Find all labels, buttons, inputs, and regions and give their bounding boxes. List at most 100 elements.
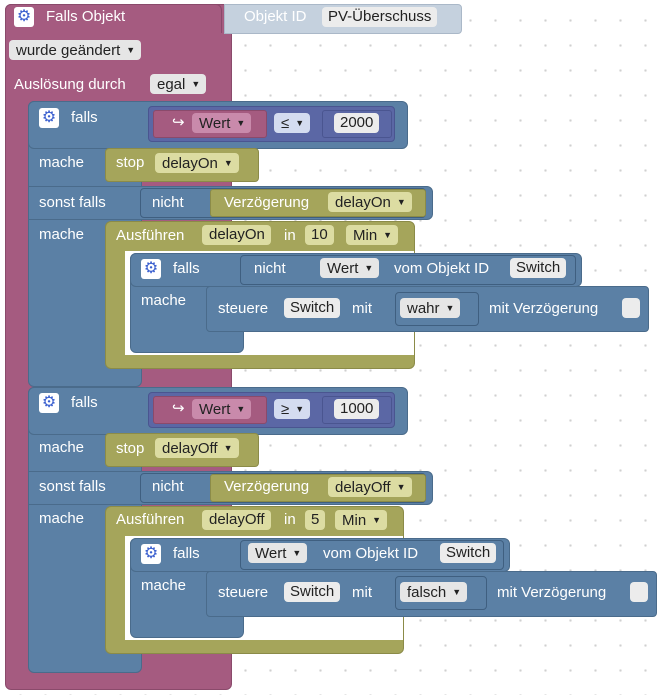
control-label: steuere bbox=[218, 584, 269, 601]
object-field[interactable]: Switch bbox=[440, 543, 497, 563]
triangle-down-icon: ▼ bbox=[295, 118, 305, 128]
duration-field[interactable]: 10 bbox=[305, 225, 334, 245]
do-label: mache bbox=[39, 510, 85, 527]
exec-timer-field[interactable]: delayOn bbox=[202, 225, 271, 245]
exec-timer-value: delayOff bbox=[209, 511, 265, 528]
duration-field[interactable]: 5 bbox=[305, 510, 326, 530]
number-field[interactable]: 2000 bbox=[334, 113, 380, 133]
triangle-down-icon: ▼ bbox=[223, 443, 233, 453]
delay-label: Verzögerung bbox=[224, 478, 310, 495]
gear-icon[interactable]: ⚙ bbox=[39, 393, 59, 413]
delay-checkbox[interactable] bbox=[622, 298, 640, 318]
triangle-down-icon: ▼ bbox=[126, 45, 136, 55]
delay-timer-dropdown-value: delayOff bbox=[335, 479, 391, 496]
changed-dropdown-value: wurde geändert bbox=[16, 42, 121, 59]
unit-dropdown[interactable]: Min ▼ bbox=[335, 510, 388, 530]
object-field[interactable]: Switch bbox=[510, 258, 567, 278]
value-dropdown[interactable]: Wert ▼ bbox=[192, 399, 252, 419]
execute-label: Ausführen bbox=[116, 227, 185, 244]
boolean-dropdown[interactable]: falsch ▼ bbox=[400, 582, 468, 602]
gear-icon[interactable]: ⚙ bbox=[14, 7, 34, 27]
in-label: in bbox=[284, 511, 296, 528]
delay-checkbox[interactable] bbox=[630, 582, 648, 602]
with-label: mit bbox=[352, 300, 372, 317]
if-label: falls bbox=[71, 394, 98, 411]
operator-dropdown-value: ≤ bbox=[281, 115, 290, 132]
gear-icon[interactable]: ⚙ bbox=[141, 544, 161, 564]
do-label: mache bbox=[141, 292, 187, 309]
unit-dropdown[interactable]: Min▼ bbox=[346, 225, 399, 245]
value-type-value: Wert bbox=[255, 545, 287, 562]
boolean-dropdown[interactable]: wahr ▼ bbox=[400, 298, 461, 318]
gear-icon[interactable]: ⚙ bbox=[141, 259, 161, 279]
exec-timer-value: delayOn bbox=[209, 226, 265, 243]
value-type-value: Wert bbox=[327, 260, 359, 277]
value-dropdown-value: Wert bbox=[199, 115, 231, 132]
stop-timer-dropdown-value: delayOff bbox=[162, 440, 218, 457]
triangle-down-icon: ▼ bbox=[383, 230, 393, 240]
operator-dropdown[interactable]: ≥▼ bbox=[274, 399, 311, 419]
stop-label: stop bbox=[116, 154, 145, 171]
delay-label: Verzögerung bbox=[224, 194, 310, 211]
stop-timer-dropdown-value: delayOn bbox=[162, 155, 218, 172]
triangle-down-icon: ▼ bbox=[372, 515, 382, 525]
value-dropdown-value: Wert bbox=[199, 401, 231, 418]
not-label: nicht bbox=[254, 260, 286, 277]
execute-label: Ausführen bbox=[116, 511, 185, 528]
triangle-down-icon: ▼ bbox=[292, 548, 302, 558]
triangle-down-icon: ▼ bbox=[396, 197, 406, 207]
triangle-down-icon: ▼ bbox=[452, 587, 462, 597]
control-object-field[interactable]: Switch bbox=[284, 298, 341, 318]
gear-icon[interactable]: ⚙ bbox=[39, 108, 59, 128]
control-label: steuere bbox=[218, 300, 269, 317]
value-dropdown[interactable]: Wert ▼ bbox=[192, 113, 252, 133]
delay-timer-dropdown[interactable]: delayOff ▼ bbox=[328, 477, 412, 497]
not-label: nicht bbox=[152, 478, 184, 495]
stop-timer-dropdown[interactable]: delayOn ▼ bbox=[155, 153, 239, 173]
boolean-value: wahr bbox=[407, 300, 440, 317]
triangle-down-icon: ▼ bbox=[236, 118, 246, 128]
unit-dropdown-value: Min bbox=[342, 512, 367, 529]
if-label: falls bbox=[173, 545, 200, 562]
with-label: mit bbox=[352, 584, 372, 601]
if-label: falls bbox=[173, 260, 200, 277]
stop-timer-dropdown[interactable]: delayOff ▼ bbox=[155, 438, 239, 458]
control-object-field[interactable]: Switch bbox=[284, 582, 341, 602]
triangle-down-icon: ▼ bbox=[191, 79, 201, 89]
object-id-label: Objekt ID bbox=[244, 8, 307, 25]
triangle-down-icon: ▼ bbox=[445, 303, 455, 313]
object-id-field[interactable]: PV-Überschuss bbox=[322, 7, 438, 27]
changed-dropdown[interactable]: wurde geändert ▼ bbox=[9, 40, 142, 60]
else-if-label: sonst falls bbox=[39, 478, 106, 495]
event-title: Falls Objekt bbox=[46, 8, 126, 25]
value-type-dropdown[interactable]: Wert▼ bbox=[320, 258, 380, 278]
triangle-down-icon: ▼ bbox=[396, 482, 406, 492]
do-label: mache bbox=[39, 226, 85, 243]
in-label: in bbox=[284, 227, 296, 244]
triangle-down-icon: ▼ bbox=[223, 158, 233, 168]
trigger-dropdown[interactable]: egal ▼ bbox=[150, 74, 207, 94]
not-label: nicht bbox=[152, 194, 184, 211]
with-delay-label: mit Verzögerung bbox=[489, 300, 599, 317]
operator-dropdown[interactable]: ≤▼ bbox=[274, 113, 311, 133]
if-label: falls bbox=[71, 109, 98, 126]
return-arrow-icon: ↪ bbox=[172, 114, 185, 131]
exec-timer-field[interactable]: delayOff bbox=[202, 510, 271, 530]
do-label: mache bbox=[39, 439, 85, 456]
delay-timer-dropdown-value: delayOn bbox=[335, 194, 391, 211]
boolean-value: falsch bbox=[407, 584, 447, 601]
event-block-header-tab bbox=[5, 4, 222, 33]
triangle-down-icon: ▼ bbox=[236, 404, 246, 414]
do-label: mache bbox=[39, 154, 85, 171]
delay-timer-dropdown[interactable]: delayOn ▼ bbox=[328, 192, 412, 212]
triangle-down-icon: ▼ bbox=[295, 404, 305, 414]
with-delay-label: mit Verzögerung bbox=[497, 584, 607, 601]
trigger-dropdown-value: egal bbox=[157, 76, 186, 93]
operator-dropdown-value: ≥ bbox=[281, 401, 290, 418]
do-label: mache bbox=[141, 577, 187, 594]
return-arrow-icon: ↪ bbox=[172, 400, 185, 417]
from-object-label: vom Objekt ID bbox=[323, 545, 419, 562]
value-type-dropdown[interactable]: Wert ▼ bbox=[248, 543, 308, 563]
trigger-label: Auslösung durch bbox=[14, 76, 126, 93]
number-field[interactable]: 1000 bbox=[334, 399, 380, 419]
